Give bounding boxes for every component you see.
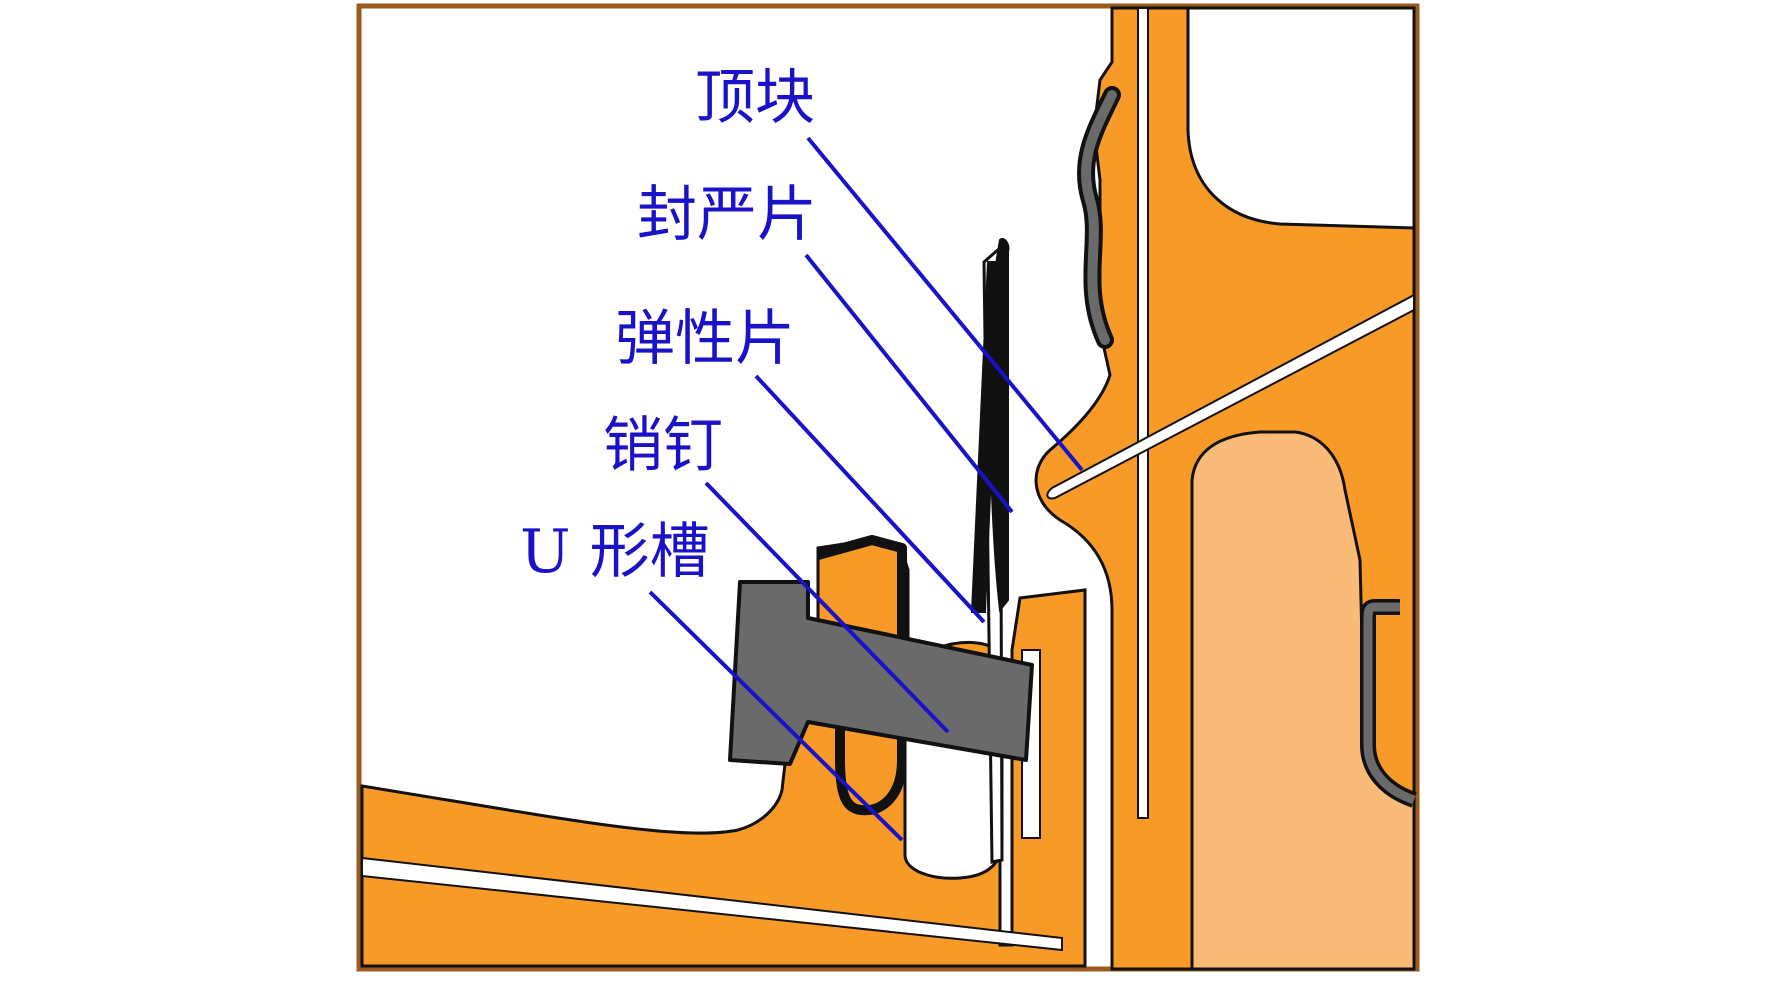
vertical-slot xyxy=(1137,7,1149,819)
u-slot-curve xyxy=(816,535,907,816)
leader-u-slot xyxy=(648,590,904,842)
leader-top-block xyxy=(806,136,1084,472)
label-top-block: 顶块 xyxy=(695,63,815,133)
wave-spring-core xyxy=(1081,90,1117,345)
label-pin: 销钉 xyxy=(603,411,723,481)
diagonal-slot xyxy=(1046,293,1415,500)
leader-elastic-plate xyxy=(754,374,986,624)
upper-window xyxy=(1186,6,1416,230)
pin-shape xyxy=(728,580,1034,766)
label-elastic-plate: 弹性片 xyxy=(615,304,795,374)
base-white-groove xyxy=(361,856,1063,952)
right-hook-core xyxy=(1363,602,1416,805)
label-u-slot: U 形槽 xyxy=(520,517,710,587)
leader-sealing-plate xyxy=(804,253,1014,514)
label-sealing-plate: 封严片 xyxy=(637,180,817,250)
leader-pin xyxy=(704,481,950,734)
sealing-plate-edge xyxy=(970,261,1002,613)
